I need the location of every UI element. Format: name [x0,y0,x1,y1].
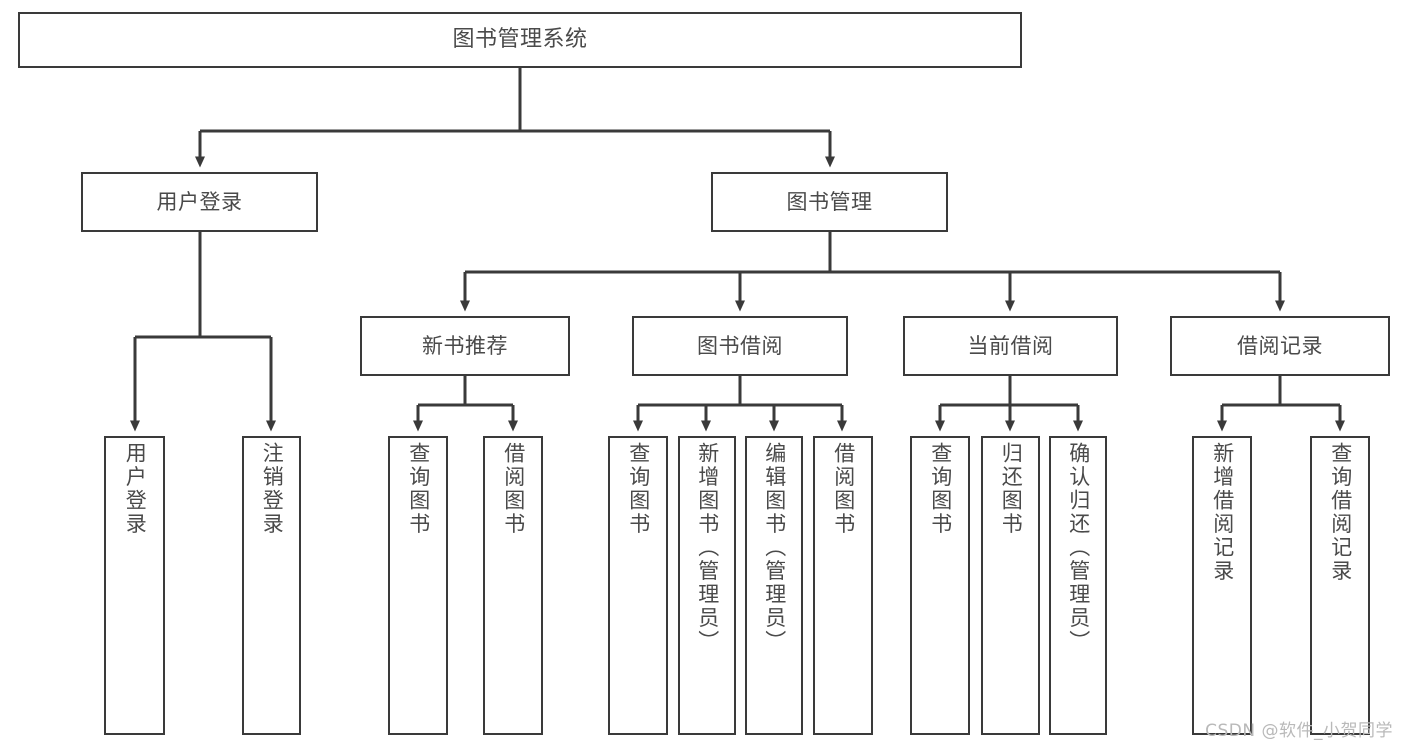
node-label: 图书管理系统 [452,26,588,52]
leaf-logout-login[interactable]: 注销登录 [242,436,301,735]
node-user-login[interactable]: 用户登录 [81,172,318,232]
leaf-borrow-book-rec[interactable]: 借阅图书 [483,436,543,735]
node-label: 归还图书 [999,442,1024,536]
node-label: 新增借阅记录 [1210,442,1235,583]
node-book-manage[interactable]: 图书管理 [711,172,948,232]
node-new-book-rec[interactable]: 新书推荐 [360,316,570,376]
node-label: 查询图书 [928,442,953,536]
node-borrow-record[interactable]: 借阅记录 [1170,316,1390,376]
leaf-query-book-borrow[interactable]: 查询图书 [608,436,668,735]
node-label: 编辑图书（管理员） [762,442,787,654]
node-current-borrow[interactable]: 当前借阅 [903,316,1118,376]
leaf-add-book-admin[interactable]: 新增图书（管理员） [678,436,736,735]
node-label: 确认归还（管理员） [1066,442,1091,654]
leaf-confirm-return-admin[interactable]: 确认归还（管理员） [1049,436,1107,735]
node-label: 图书管理 [786,189,873,214]
node-label: 当前借阅 [967,333,1054,358]
leaf-add-borrow-record[interactable]: 新增借阅记录 [1192,436,1252,735]
node-label: 查询借阅记录 [1328,442,1353,583]
leaf-borrow-book[interactable]: 借阅图书 [813,436,873,735]
node-root-system[interactable]: 图书管理系统 [18,12,1022,68]
node-label: 新增图书（管理员） [695,442,720,654]
watermark-text: CSDN @软件_小贺同学 [1205,721,1393,741]
node-label: 用户登录 [123,442,148,536]
node-label: 查询图书 [406,442,431,536]
leaf-user-login[interactable]: 用户登录 [104,436,165,735]
node-label: 图书借阅 [697,333,783,358]
node-label: 借阅记录 [1237,333,1323,358]
node-label: 查询图书 [626,442,651,536]
node-label: 借阅图书 [501,442,526,536]
leaf-return-book[interactable]: 归还图书 [981,436,1040,735]
node-label: 注销登录 [260,442,285,536]
node-label: 用户登录 [156,189,243,214]
node-label: 借阅图书 [831,442,856,536]
leaf-query-book-rec[interactable]: 查询图书 [388,436,448,735]
leaf-query-book-current[interactable]: 查询图书 [910,436,970,735]
node-label: 新书推荐 [422,333,508,358]
leaf-edit-book-admin[interactable]: 编辑图书（管理员） [745,436,803,735]
leaf-query-borrow-record[interactable]: 查询借阅记录 [1310,436,1370,735]
node-book-borrow[interactable]: 图书借阅 [632,316,848,376]
